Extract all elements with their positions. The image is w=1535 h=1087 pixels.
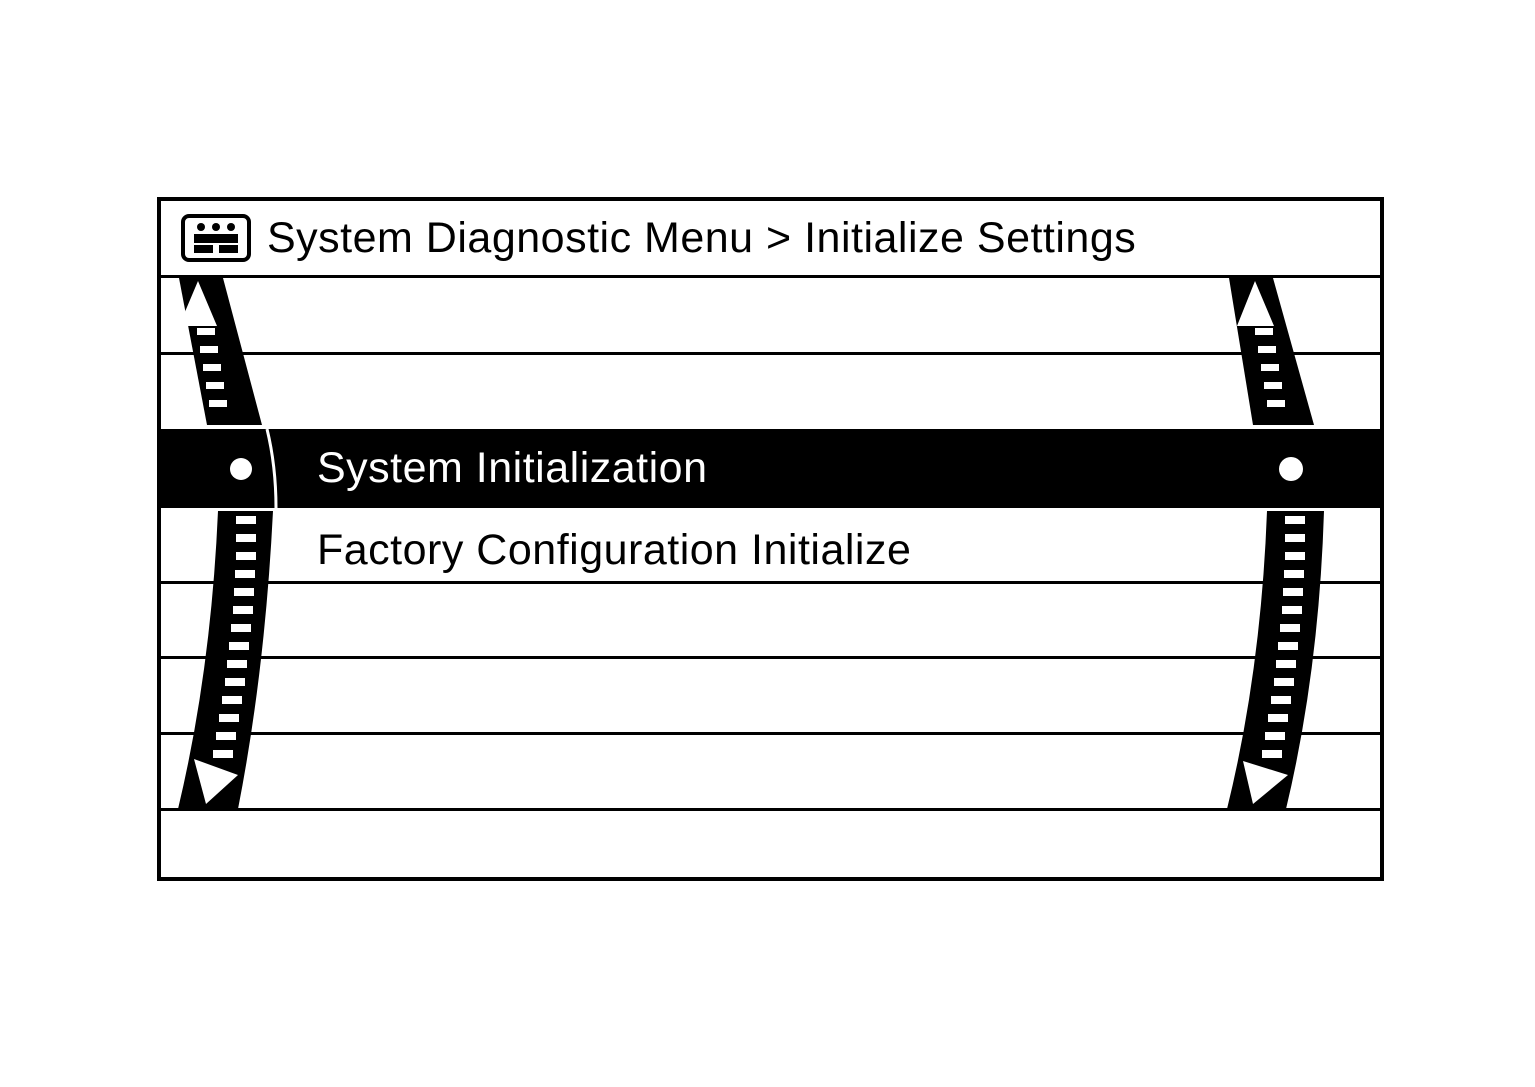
row-divider <box>161 352 1380 355</box>
title-bar: System Diagnostic Menu > Initialize Sett… <box>161 201 1380 278</box>
list-item-empty[interactable] <box>251 735 1291 808</box>
scroll-up-arrow-right[interactable] <box>1229 278 1314 425</box>
list-item-label: System Initialization <box>317 444 708 492</box>
row-divider <box>161 808 1380 811</box>
list-item-empty[interactable] <box>251 278 1291 352</box>
page-title: System Diagnostic Menu > Initialize Sett… <box>267 214 1137 262</box>
row-divider <box>161 656 1380 659</box>
list-item-label: Factory Configuration Initialize <box>317 526 912 574</box>
scroll-down-arrow-left[interactable] <box>178 511 273 809</box>
list-item-empty[interactable] <box>251 355 1291 429</box>
list-item-system-initialization[interactable]: System Initialization <box>161 429 1380 508</box>
scroll-down-arrow-right[interactable] <box>1227 511 1324 809</box>
scroll-up-arrow-left[interactable] <box>179 278 262 425</box>
diagnostic-menu-icon <box>181 214 251 262</box>
row-divider <box>161 581 1380 584</box>
status-bar <box>161 811 1380 877</box>
row-divider <box>161 732 1380 735</box>
display-screen: System Diagnostic Menu > Initialize Sett… <box>157 197 1384 881</box>
list-item-empty[interactable] <box>251 584 1291 656</box>
list-item-empty[interactable] <box>251 659 1291 732</box>
